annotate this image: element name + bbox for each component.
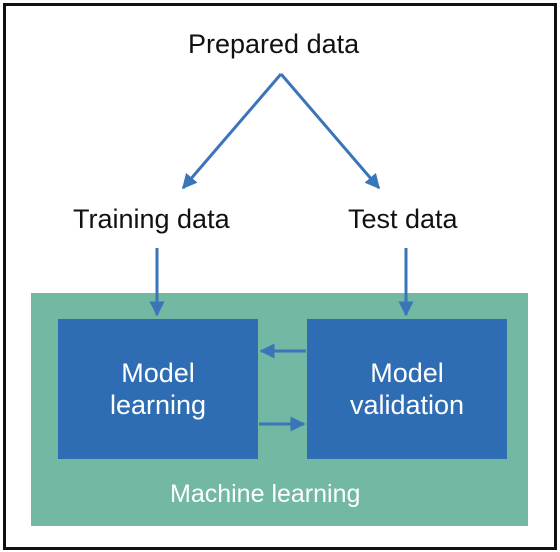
model-validation-line-2: validation <box>349 390 465 420</box>
training-data-label: Training data <box>73 204 230 234</box>
machine-learning-panel: Model learning Model validation Machine … <box>31 293 528 526</box>
model-validation-box: Model validation <box>307 319 507 459</box>
model-validation-line-1: Model <box>370 358 444 388</box>
model-learning-line-2: learning <box>109 390 207 420</box>
arrow-prepared-to-training <box>181 73 283 190</box>
model-learning-line-1: Model <box>121 358 195 388</box>
test-data-label: Test data <box>348 204 458 234</box>
model-learning-box: Model learning <box>58 319 258 459</box>
machine-learning-label: Machine learning <box>170 480 361 508</box>
arrow-prepared-to-test <box>279 73 381 190</box>
prepared-data-label: Prepared data <box>188 29 360 59</box>
